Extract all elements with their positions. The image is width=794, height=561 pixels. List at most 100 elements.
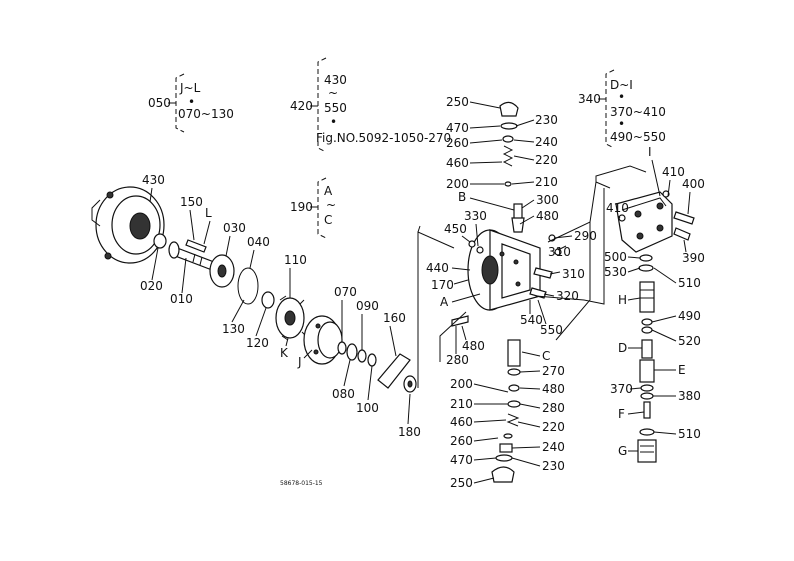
group-420-line3: 550 [324,101,347,115]
callout-550: 550 [540,323,563,337]
group-190-number: 190 [290,200,313,214]
callout-300: 300 [536,193,559,207]
valve-side-parts [451,234,562,327]
callout-270: 270 [542,364,565,378]
callout-520: 520 [678,334,701,348]
callout-530: 530 [604,265,627,279]
group-340-line5: 490~550 [610,130,666,144]
callout-500: 500 [604,250,627,264]
callout-310-a: 310 [548,245,571,259]
gear-part-030 [209,254,235,288]
callout-220-top: 220 [535,153,558,167]
nut-part-180 [403,375,417,393]
callout-510-bottom: 510 [678,427,701,441]
callout-290: 290 [574,229,597,243]
rotor-part-110 [275,295,307,341]
callout-L: L [205,206,212,220]
group-050-line1: J~L [179,81,201,95]
callout-110: 110 [284,253,307,267]
callout-200-top: 200 [446,177,469,191]
group-050-line3: 070~130 [178,107,234,121]
callout-020: 020 [140,279,163,293]
callout-170: 170 [431,278,454,292]
group-190-line1: A [324,184,333,198]
callout-370: 370 [610,382,633,396]
motor-housing-part [91,186,165,264]
callout-380: 380 [678,389,701,403]
callout-460-top: 460 [446,156,469,170]
relief-valve-stack [637,254,657,463]
callout-120: 120 [246,336,269,350]
callout-100: 100 [356,401,379,415]
callout-150: 150 [180,195,203,209]
callout-540: 540 [520,313,543,327]
pin-part-150 [185,239,207,253]
group-190-bracket: 190 A ~ C [290,177,336,239]
group-340-number: 340 [578,92,601,106]
callout-250-top: 250 [446,95,469,109]
callout-F: F [618,407,625,421]
ring-part-040 [237,267,259,305]
callout-030: 030 [223,221,246,235]
callout-240-top: 240 [535,135,558,149]
drawing-code: 58678-015-15 [280,480,323,487]
group-420-line1: 430 [324,73,347,87]
group-340-bracket: 340 D~I • 370~410 • 490~550 [578,69,666,149]
callout-480-mid: 480 [462,339,485,353]
group-420-line2: ~ [328,86,338,100]
callout-260-bottom: 260 [450,434,473,448]
group-420-number: 420 [290,99,313,113]
group-340-line2: • [618,90,625,104]
callout-A: A [440,295,449,309]
callout-450: 450 [444,222,467,236]
lower-valve-stack [491,339,521,483]
callout-280-right: 280 [542,401,565,415]
callout-K: K [280,346,289,360]
callout-240-bottom: 240 [542,440,565,454]
group-050-number: 050 [148,96,171,110]
callout-460-bottom: 460 [450,415,473,429]
callout-090: 090 [356,299,379,313]
callout-280-left: 280 [446,353,469,367]
group-420-bracket: 420 430 ~ 550 • Fig.NO.5092-1050-270 [290,57,451,153]
callout-410-top: 410 [662,165,685,179]
callout-210-bottom: 210 [450,397,473,411]
callout-410-left: 410 [606,201,629,215]
callout-490: 490 [678,309,701,323]
callout-310-b: 310 [562,267,585,281]
callout-480-top: 480 [536,209,559,223]
callout-130: 130 [222,322,245,336]
callout-250-bottom: 250 [450,476,473,490]
callout-440: 440 [426,261,449,275]
callout-510-top: 510 [678,276,701,290]
callout-G: G [618,444,627,458]
group-050-line2: • [188,95,195,109]
callout-010: 010 [170,292,193,306]
ring-part-120 [261,291,275,309]
callout-200-bottom: 200 [450,377,473,391]
upper-valve-stack [499,101,525,233]
valve-body-part [467,229,541,311]
washer-parts-070-100 [337,341,377,367]
group-420-line5: Fig.NO.5092-1050-270 [316,131,451,145]
left-callouts: 430 020 010 150 L 030 040 110 130 120 K … [140,173,421,439]
callout-330: 330 [464,209,487,223]
group-340-line1: D~I [610,78,633,92]
callout-070: 070 [334,285,357,299]
callout-210-top: 210 [535,175,558,189]
callout-160: 160 [383,311,406,325]
callout-470-top: 470 [446,121,469,135]
plate-part-160 [377,353,411,389]
stator-part-j [303,315,343,365]
callout-430-left: 430 [142,173,165,187]
callout-E: E [678,363,686,377]
callout-220-bottom: 220 [542,420,565,434]
group-340-line3: 370~410 [610,105,666,119]
callout-080: 080 [332,387,355,401]
callout-C: C [542,349,550,363]
callout-H: H [618,293,627,307]
callout-470-bottom: 470 [450,453,473,467]
callout-040: 040 [247,235,270,249]
center-callouts: 250 470 230 260 240 460 220 200 210 B 30… [426,95,597,490]
